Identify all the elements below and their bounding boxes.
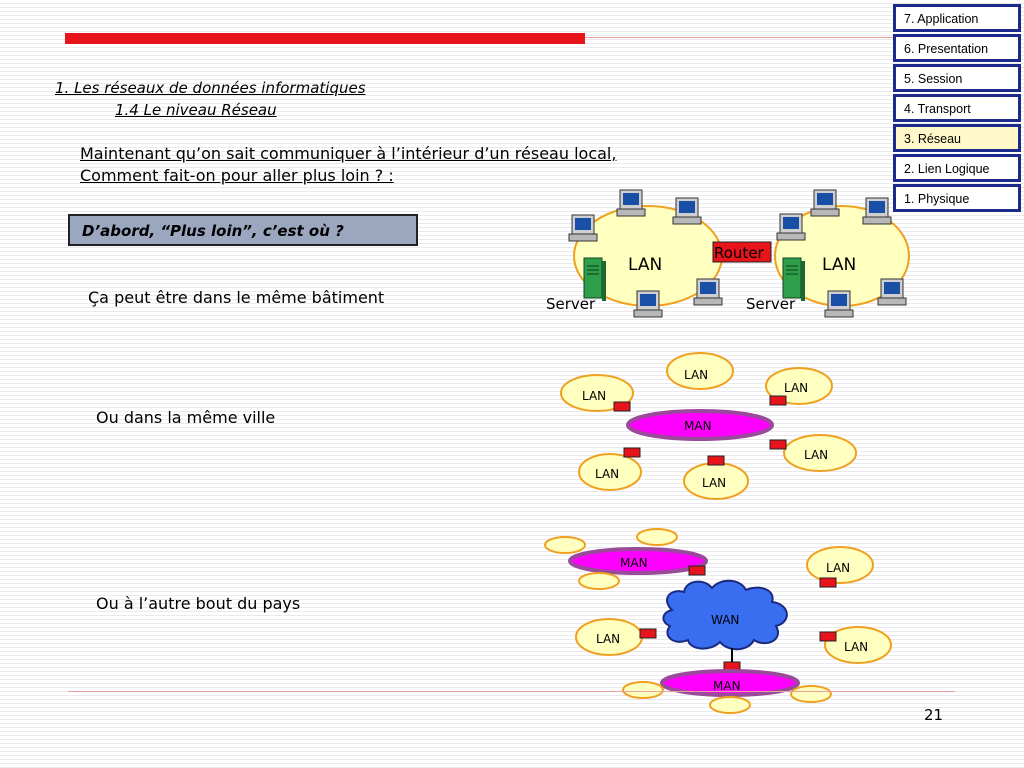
intro-text: Maintenant qu’on sait communiquer à l’in…: [80, 143, 616, 187]
city-lan-lower-left: LAN: [578, 453, 642, 491]
subsection-title: 1.4 Le niveau Réseau: [115, 101, 277, 119]
country-man-bottom-label: MAN: [713, 679, 741, 693]
city-lan-label: LAN: [784, 381, 808, 395]
osi-layer-stack: 7. Application 6. Presentation 5. Sessio…: [893, 4, 1021, 214]
workstation-icon: [824, 290, 854, 318]
workstation-icon: [776, 213, 806, 241]
scope-city-label: Ou dans la même ville: [96, 408, 276, 427]
server-label-left: Server: [546, 295, 596, 313]
osi-layer-data-link: 2. Lien Logique: [893, 154, 1021, 182]
building-lan-right: LAN: [774, 205, 910, 307]
server-label-right: Server: [746, 295, 796, 313]
city-man: MAN: [626, 409, 774, 441]
osi-layer-application: 7. Application: [893, 4, 1021, 32]
country-man-top-label: MAN: [620, 556, 648, 570]
router-icon: [688, 565, 706, 576]
workstation-icon: [693, 278, 723, 306]
country-man-bottom: MAN: [660, 669, 800, 697]
section-title: 1. Les réseaux de données informatiques: [55, 79, 366, 97]
workstation-icon: [810, 189, 840, 217]
city-lan-upper-right: LAN: [765, 367, 833, 405]
city-lan-label: LAN: [595, 467, 619, 481]
country-lan-left: LAN: [575, 618, 643, 656]
workstation-icon: [568, 214, 598, 242]
small-lan-ellipse: [790, 685, 832, 703]
router-icon: [769, 439, 787, 450]
intro-line-1: Maintenant qu’on sait communiquer à l’in…: [80, 144, 617, 163]
country-lan-label: LAN: [596, 632, 620, 646]
country-lan-label: LAN: [826, 561, 850, 575]
osi-layer-session: 5. Session: [893, 64, 1021, 92]
wan-label: WAN: [711, 613, 739, 627]
title-accent-bar: [65, 33, 585, 44]
building-lan-right-label: LAN: [822, 255, 856, 275]
small-lan-ellipse: [578, 572, 620, 590]
question-box: D’abord, “Plus loin”, c’est où ?: [68, 214, 418, 246]
page-number: 21: [924, 706, 944, 724]
building-lan-left-label: LAN: [628, 255, 662, 275]
country-lan-label: LAN: [844, 640, 868, 654]
workstation-icon: [633, 290, 663, 318]
country-lan-lower-right: LAN: [824, 626, 892, 664]
city-lan-label: LAN: [702, 476, 726, 490]
scope-building-label: Ça peut être dans le même bâtiment: [88, 288, 385, 307]
wan-cloud: WAN: [662, 579, 788, 651]
city-man-label: MAN: [684, 419, 712, 433]
router-icon: [623, 447, 641, 458]
workstation-icon: [672, 197, 702, 225]
country-man-top: MAN: [568, 547, 708, 575]
workstation-icon: [616, 189, 646, 217]
osi-layer-physical: 1. Physique: [893, 184, 1021, 212]
router-icon: [639, 628, 657, 639]
city-lan-label: LAN: [684, 368, 708, 382]
osi-layer-transport: 4. Transport: [893, 94, 1021, 122]
router-icon: [769, 395, 787, 406]
router-icon: [613, 401, 631, 412]
city-routers: [613, 395, 787, 466]
country-lan-upper-right: LAN: [806, 546, 874, 584]
osi-layer-presentation: 6. Presentation: [893, 34, 1021, 62]
city-lan-top: LAN: [666, 352, 734, 390]
workstation-icon: [862, 197, 892, 225]
city-lan-bottom: LAN: [683, 462, 749, 500]
workstation-icon: [877, 278, 907, 306]
scope-country-label: Ou à l’autre bout du pays: [96, 594, 301, 613]
small-lan-ellipse: [544, 536, 586, 554]
router: Router: [712, 241, 772, 263]
city-lan-label: LAN: [804, 448, 828, 462]
router-icon: [819, 577, 837, 588]
footer-line: [68, 691, 955, 692]
city-lan-lower-right: LAN: [783, 434, 857, 472]
osi-layer-network: 3. Réseau: [893, 124, 1021, 152]
small-lan-ellipse: [709, 696, 751, 714]
router-icon: [707, 455, 725, 466]
city-lan-label: LAN: [582, 389, 606, 403]
small-lan-ellipse: [636, 528, 678, 546]
intro-line-2: Comment fait-on pour aller plus loin ? :: [80, 166, 394, 185]
title-accent-line: [585, 37, 895, 38]
router-label: Router: [714, 244, 765, 262]
small-lan-ellipse: [622, 681, 664, 699]
router-icon: [819, 631, 837, 642]
